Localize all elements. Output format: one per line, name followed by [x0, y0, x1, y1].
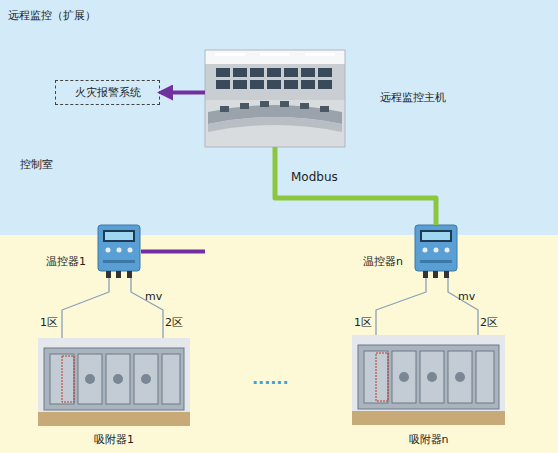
zone-label: 1区 [40, 316, 58, 329]
temperature-controller: 温控器n [415, 225, 457, 278]
temperature-controller [98, 225, 140, 278]
monitor-host: 远程监控主机 [205, 50, 345, 147]
control-room-band: 远程监控（扩展） 控制室 火灾报警系统 远程监控主机 [0, 0, 558, 235]
signal-label: mv [145, 290, 162, 303]
signal-label: mv [458, 290, 475, 303]
node-text: 远程监控主机 [380, 91, 446, 104]
connector [275, 147, 436, 225]
node-text: 温控器1 [46, 255, 86, 268]
fire-alarm-box: 火灾报警系统 [55, 80, 160, 105]
connector [62, 278, 109, 338]
adsorber-photo [352, 335, 505, 425]
zone-label: 2区 [165, 316, 183, 329]
ellipsis: ...... [252, 372, 288, 385]
zone-label: 1区 [354, 316, 372, 329]
adsorber-photo [38, 338, 190, 426]
node-text: 吸附器1 [94, 433, 134, 446]
connector [376, 278, 426, 335]
control-room-photo [205, 50, 345, 147]
zone-label: 2区 [480, 316, 498, 329]
connector [448, 278, 478, 335]
temperature-controller: 温控器1 [98, 225, 140, 278]
temperature-controller [415, 225, 457, 278]
node-text: 远程监控（扩展） [8, 9, 96, 22]
node-text: 火灾报警系统 [75, 86, 141, 99]
connector [141, 250, 205, 254]
adsorber: 吸附器1 [38, 338, 190, 426]
adsorber: 吸附器n [352, 335, 505, 425]
node-text: 吸附器n [409, 433, 449, 446]
node-text: 控制室 [20, 158, 53, 171]
connector [161, 91, 205, 95]
node-text: 温控器n [363, 255, 403, 268]
connector [131, 278, 163, 338]
